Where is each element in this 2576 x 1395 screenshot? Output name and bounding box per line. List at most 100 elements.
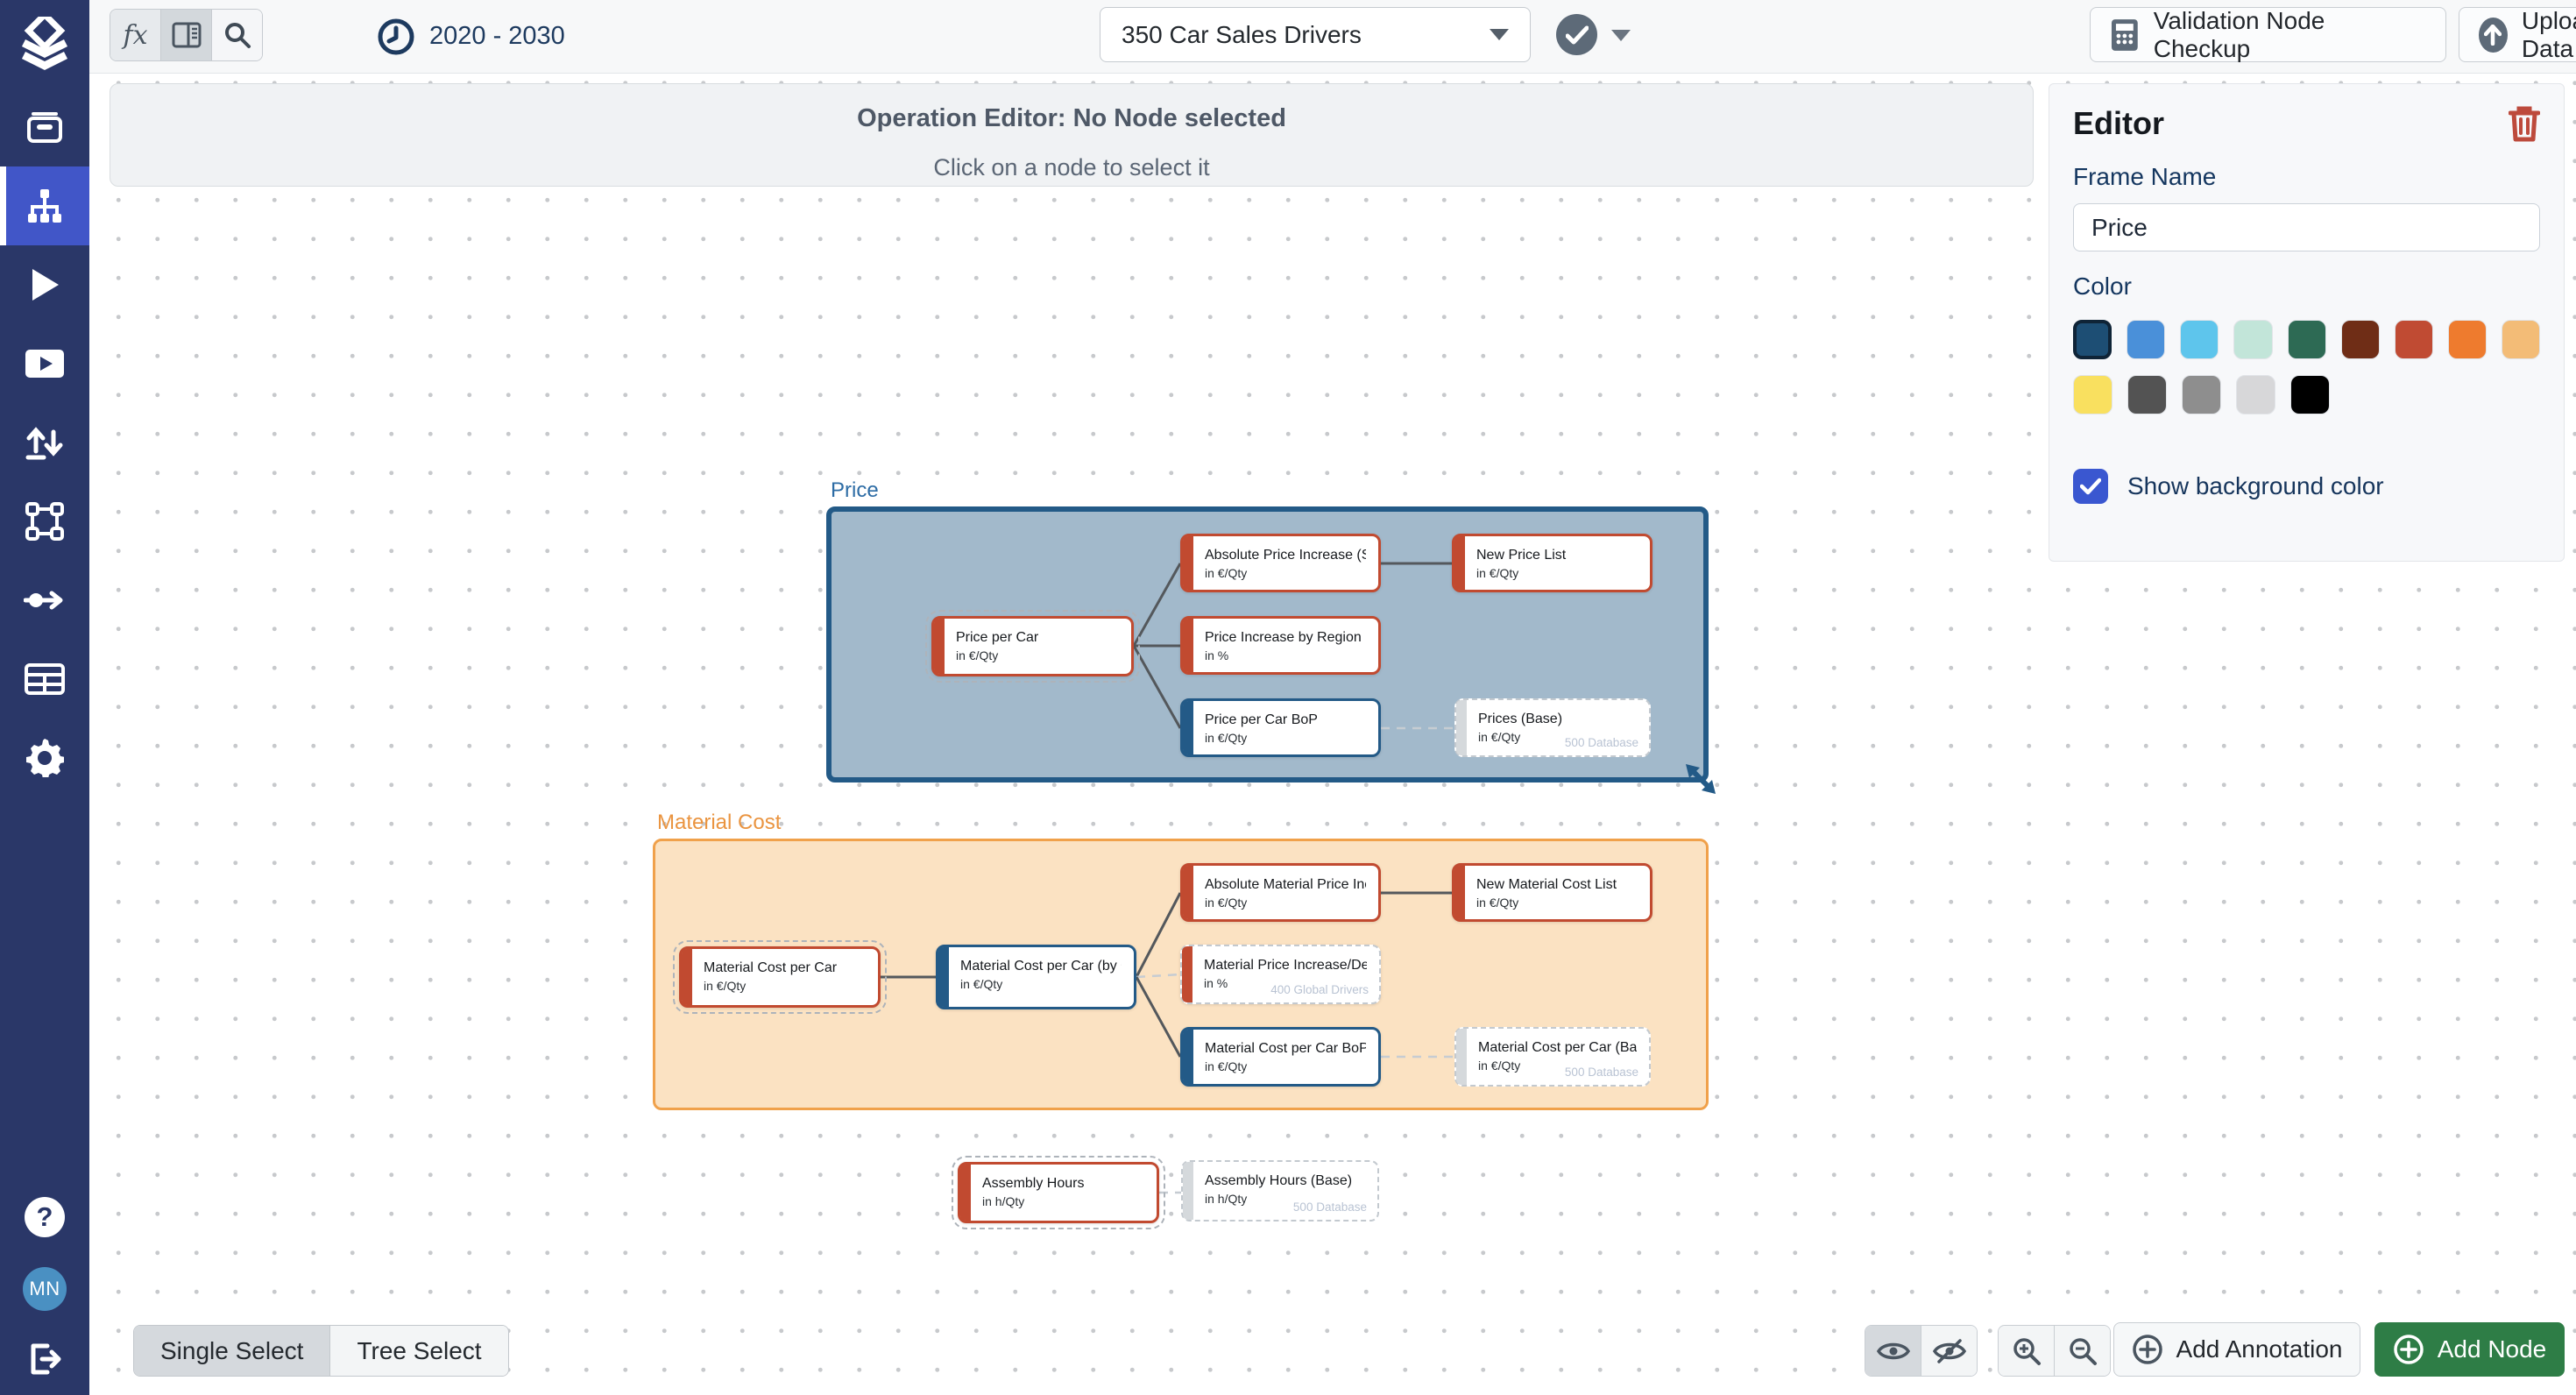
app-logo-icon[interactable] (0, 0, 89, 88)
node-color-bar (934, 619, 945, 674)
node-assembly-hours[interactable]: Assembly Hours in h/Qty (952, 1156, 1165, 1229)
node-unit: in % (1204, 976, 1228, 990)
operation-editor-banner: Operation Editor: No Node selected Click… (110, 83, 2034, 187)
sidebar: ? MN (0, 0, 89, 1395)
journal-icon (172, 22, 201, 48)
node-color-bar (1183, 1162, 1193, 1220)
node-unit: in % (1205, 648, 1229, 662)
node-title: Material Cost per Car (by Co... (960, 959, 1122, 974)
operation-editor-subtitle: Click on a node to select it (933, 154, 1210, 181)
scenario-status-caret-icon[interactable] (1611, 30, 1631, 41)
color-swatch[interactable] (2501, 320, 2540, 359)
sidebar-item-flows[interactable] (0, 561, 89, 640)
node-title: Assembly Hours (Base) (1205, 1173, 1353, 1188)
node-price-increase-by-region[interactable]: Price Increase by Region (Su... in % (1180, 616, 1381, 675)
plus-circle-icon (2132, 1335, 2162, 1364)
tree-select-button[interactable]: Tree Select (330, 1326, 508, 1376)
frame-name-label: Frame Name (2073, 163, 2217, 190)
canvas-tools-group: fx (110, 9, 263, 61)
node-unit: in €/Qty (956, 648, 999, 662)
color-swatch[interactable] (2073, 375, 2112, 414)
color-swatch[interactable] (2447, 320, 2487, 359)
node-prices-base[interactable]: Prices (Base) in €/Qty 500 Database (1454, 698, 1651, 757)
sidebar-item-settings[interactable] (0, 719, 89, 797)
search-icon (224, 23, 251, 48)
color-swatch[interactable] (2233, 320, 2273, 359)
node-material-cost-per-car-by-co[interactable]: Material Cost per Car (by Co... in €/Qty (936, 945, 1136, 1009)
show-all-button[interactable] (1865, 1326, 1921, 1376)
color-swatch[interactable] (2073, 320, 2112, 359)
node-material-price-increase-decrease[interactable]: Material Price Increase/Decre... in % 40… (1180, 945, 1381, 1004)
add-node-button[interactable]: Add Node (2374, 1322, 2565, 1377)
color-swatch[interactable] (2287, 320, 2326, 359)
sidebar-item-simulate[interactable] (0, 245, 89, 324)
sidebar-item-tables[interactable] (0, 640, 89, 719)
node-material-cost-per-car-base[interactable]: Material Cost per Car (Base) in €/Qty 50… (1454, 1027, 1651, 1087)
upload-button-label: Upload Data (2521, 6, 2576, 62)
zoom-out-button[interactable] (2055, 1326, 2110, 1376)
node-color-bar (1183, 701, 1193, 754)
frame-resize-handle[interactable] (1682, 761, 1721, 799)
color-label: Color (2073, 273, 2132, 300)
trash-icon[interactable] (2509, 105, 2540, 142)
time-range[interactable]: 2020 - 2030 (377, 0, 565, 73)
color-swatch[interactable] (2182, 375, 2221, 414)
sidebar-item-import-export[interactable] (0, 403, 89, 482)
node-material-cost-per-car-bop[interactable]: Material Cost per Car BoP in €/Qty (1180, 1027, 1381, 1087)
play-icon (32, 269, 59, 301)
add-annotation-button[interactable]: Add Annotation (2113, 1322, 2360, 1377)
transfer-arrows-icon (25, 427, 63, 460)
zoom-in-button[interactable] (1999, 1326, 2055, 1376)
hide-all-button[interactable] (1921, 1326, 1977, 1376)
color-swatch[interactable] (2127, 320, 2166, 359)
node-title: Assembly Hours (982, 1176, 1085, 1191)
node-color-bar (1183, 866, 1193, 919)
check-icon (1565, 25, 1589, 44)
color-swatch[interactable] (2180, 320, 2219, 359)
node-price-per-car[interactable]: Price per Car in €/Qty (925, 610, 1140, 683)
node-assembly-hours-base[interactable]: Assembly Hours (Base) in h/Qty 500 Datab… (1181, 1160, 1379, 1222)
color-swatch[interactable] (2290, 375, 2330, 414)
validation-node-checkup-button[interactable]: Validation Node Checkup (2090, 7, 2446, 62)
search-button[interactable] (212, 10, 262, 60)
help-icon[interactable]: ? (25, 1197, 65, 1237)
select-mode-group: Single Select Tree Select (133, 1325, 509, 1377)
sidebar-item-model-tree[interactable] (0, 166, 89, 245)
journal-view-button[interactable] (161, 10, 212, 60)
sidebar-item-presentation[interactable] (0, 324, 89, 403)
sidebar-item-archive[interactable] (0, 88, 89, 166)
node-color-bar (1456, 700, 1467, 755)
topbar: fx 2020 - 2030 350 Car Sales Drivers (89, 0, 2576, 74)
zoom-group (1998, 1325, 2111, 1377)
scenario-select[interactable]: 350 Car Sales Drivers (1100, 7, 1531, 62)
formula-button[interactable]: fx (110, 10, 161, 60)
node-unit: in €/Qty (1205, 1059, 1248, 1073)
upload-data-button[interactable]: Upload Data (2459, 7, 2576, 62)
editor-panel: Editor Frame Name Color Sho (2049, 83, 2565, 562)
node-absolute-price-increase[interactable]: Absolute Price Increase (Sust... in €/Qt… (1180, 534, 1381, 592)
node-new-material-cost-list[interactable]: New Material Cost List in €/Qty (1452, 863, 1652, 922)
single-select-button[interactable]: Single Select (134, 1326, 331, 1376)
operation-editor-title: Operation Editor: No Node selected (857, 104, 1286, 132)
logout-icon[interactable] (26, 1341, 63, 1377)
avatar[interactable]: MN (23, 1267, 67, 1311)
node-new-price-list[interactable]: New Price List in €/Qty (1452, 534, 1652, 592)
video-play-icon (25, 350, 64, 378)
frame-material-label: Material Cost (657, 811, 782, 834)
color-swatch[interactable] (2340, 320, 2380, 359)
node-title: Prices (Base) (1478, 712, 1563, 726)
color-swatch[interactable] (2127, 375, 2167, 414)
show-background-checkbox[interactable] (2073, 469, 2108, 504)
add-node-label: Add Node (2437, 1335, 2547, 1363)
color-swatch[interactable] (2236, 375, 2275, 414)
node-material-cost-per-car[interactable]: Material Cost per Car in €/Qty (673, 940, 887, 1014)
node-unit: in €/Qty (704, 979, 747, 993)
node-color-bar (1456, 1029, 1467, 1085)
scenario-status-button[interactable] (1556, 14, 1597, 55)
color-swatch[interactable] (2394, 320, 2433, 359)
node-absolute-material-price-increase[interactable]: Absolute Material Price Incre... in €/Qt… (1180, 863, 1381, 922)
frame-name-input[interactable] (2073, 203, 2540, 251)
sidebar-item-frames[interactable] (0, 482, 89, 561)
node-price-per-car-bop[interactable]: Price per Car BoP in €/Qty (1180, 698, 1381, 757)
add-annotation-label: Add Annotation (2176, 1335, 2343, 1363)
